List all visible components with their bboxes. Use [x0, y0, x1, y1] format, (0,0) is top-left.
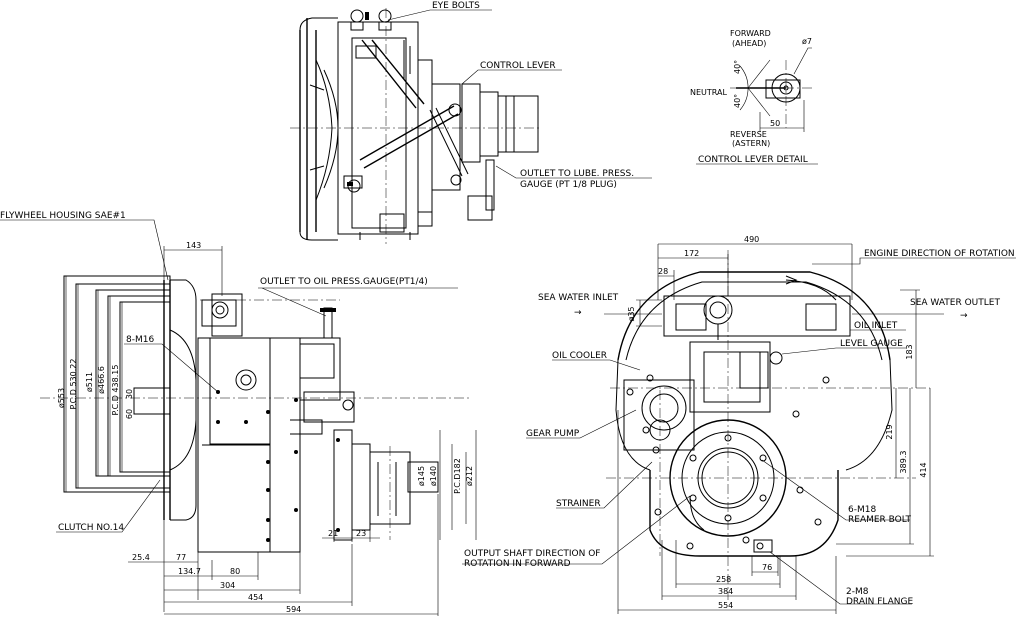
forward-label: FORWARD [730, 29, 771, 38]
dim-454: 454 [248, 593, 263, 602]
flywheel-housing-label: FLYWHEEL HOUSING SAE#1 [0, 211, 126, 221]
m18-label-1: 6-M18 [848, 505, 876, 515]
sea-water-inlet-arrow: → [574, 308, 582, 318]
dim-183: 183 [905, 344, 914, 359]
dim-50-label: 50 [770, 119, 780, 128]
clutch-label: CLUTCH NO.14 [58, 523, 124, 533]
front-view [606, 250, 930, 600]
dim-77: 77 [176, 553, 186, 562]
m8-label-2: DRAIN FLANGE [846, 597, 913, 607]
top-view-labels: EYE BOLTS CONTROL LEVER OUTLET TO LUBE. … [387, 1, 652, 190]
oil-inlet-label: OIL INLET [854, 321, 898, 331]
dim-76: 76 [762, 563, 772, 572]
dim-414: 414 [919, 462, 928, 477]
dim-511: ø511 [85, 372, 94, 392]
sea-water-outlet-arrow: → [960, 311, 968, 321]
top-view [290, 8, 540, 244]
control-lever-detail: FORWARD (AHEAD) ø7 40° NEUTRAL 40° 50 RE… [690, 29, 818, 165]
output-direction-label-1: OUTPUT SHAFT DIRECTION OF [464, 549, 600, 559]
dim-30: 30 [125, 389, 134, 399]
gear-pump-label: GEAR PUMP [526, 429, 580, 439]
dim-594: 594 [286, 605, 301, 614]
engine-direction-label: ENGINE DIRECTION OF ROTATION [864, 249, 1015, 259]
dim-145: ø145 [417, 466, 426, 486]
dim-212: ø212 [465, 466, 474, 486]
dim-140: ø140 [429, 466, 438, 486]
sea-water-outlet-label: SEA WATER OUTLET [910, 298, 1000, 308]
dim-25-4: 25.4 [132, 553, 150, 562]
eye-bolts-label: EYE BOLTS [432, 1, 480, 11]
dim-438: P.C.D 438.15 [111, 365, 120, 416]
control-lever-label: CONTROL LEVER [480, 61, 556, 71]
side-view [40, 275, 470, 553]
dim-23: 23 [356, 529, 366, 538]
m18-label-2: REAMER BOLT [848, 515, 912, 525]
oil-cooler-label: OIL COOLER [552, 351, 607, 361]
phi7-label: ø7 [802, 37, 812, 46]
dim-553: ø553 [57, 388, 66, 408]
reverse-label: REVERSE [730, 130, 767, 139]
dim-21: 21 [328, 529, 338, 538]
outlet-lube-label-2: GAUGE (PT 1/8 PLUG) [520, 180, 617, 190]
front-view-dimensions: 490 172 28 ø35 183 219 389.3 414 76 258 … [617, 235, 934, 614]
pcd-182: P.C.D182 [453, 458, 462, 494]
angle-up-label: 40° [733, 60, 742, 74]
side-view-labels: FLYWHEEL HOUSING SAE#1 OUTLET TO OIL PRE… [0, 211, 458, 533]
side-view-dimensions: 143 ø553 P.C.D 530.22 ø511 ø466.6 P.C.D … [57, 241, 477, 616]
strainer-label: STRAINER [556, 499, 601, 509]
outlet-lube-label: OUTLET TO LUBE. PRESS. [520, 169, 634, 179]
control-lever-detail-title: CONTROL LEVER DETAIL [698, 155, 808, 165]
neutral-label: NEUTRAL [690, 88, 727, 97]
dim-554: 554 [718, 601, 733, 610]
dim-80: 80 [230, 567, 240, 576]
dim-384: 384 [718, 587, 733, 596]
astern-label: (ASTERN) [732, 139, 770, 148]
dim-60: 60 [125, 409, 134, 419]
m8-label-1: 2-M8 [846, 587, 869, 597]
dim-304: 304 [220, 581, 235, 590]
angle-down-label: 40° [733, 94, 742, 108]
outlet-oil-press-label: OUTLET TO OIL PRESS.GAUGE(PT1/4) [260, 277, 428, 287]
dim-143: 143 [186, 241, 201, 250]
b-m16-label: 8-M16 [126, 335, 154, 345]
level-gauge-label: LEVEL GAUGE [840, 339, 903, 349]
dim-172: 172 [684, 249, 699, 258]
dim-258: 258 [716, 575, 731, 584]
ahead-label: (AHEAD) [732, 39, 766, 48]
dim-466: ø466.6 [97, 366, 106, 394]
dim-530: P.C.D 530.22 [69, 359, 78, 410]
dim-28: 28 [658, 267, 668, 276]
output-direction-label-2: ROTATION IN FORWARD [464, 559, 571, 569]
dim-389-3: 389.3 [899, 451, 908, 474]
sea-water-inlet-label: SEA WATER INLET [538, 293, 619, 303]
front-view-labels: ENGINE DIRECTION OF ROTATION SEA WATER I… [462, 249, 1016, 607]
dim-490: 490 [744, 235, 759, 244]
dim-134-7: 134.7 [178, 567, 201, 576]
dim-219: 219 [885, 424, 894, 439]
